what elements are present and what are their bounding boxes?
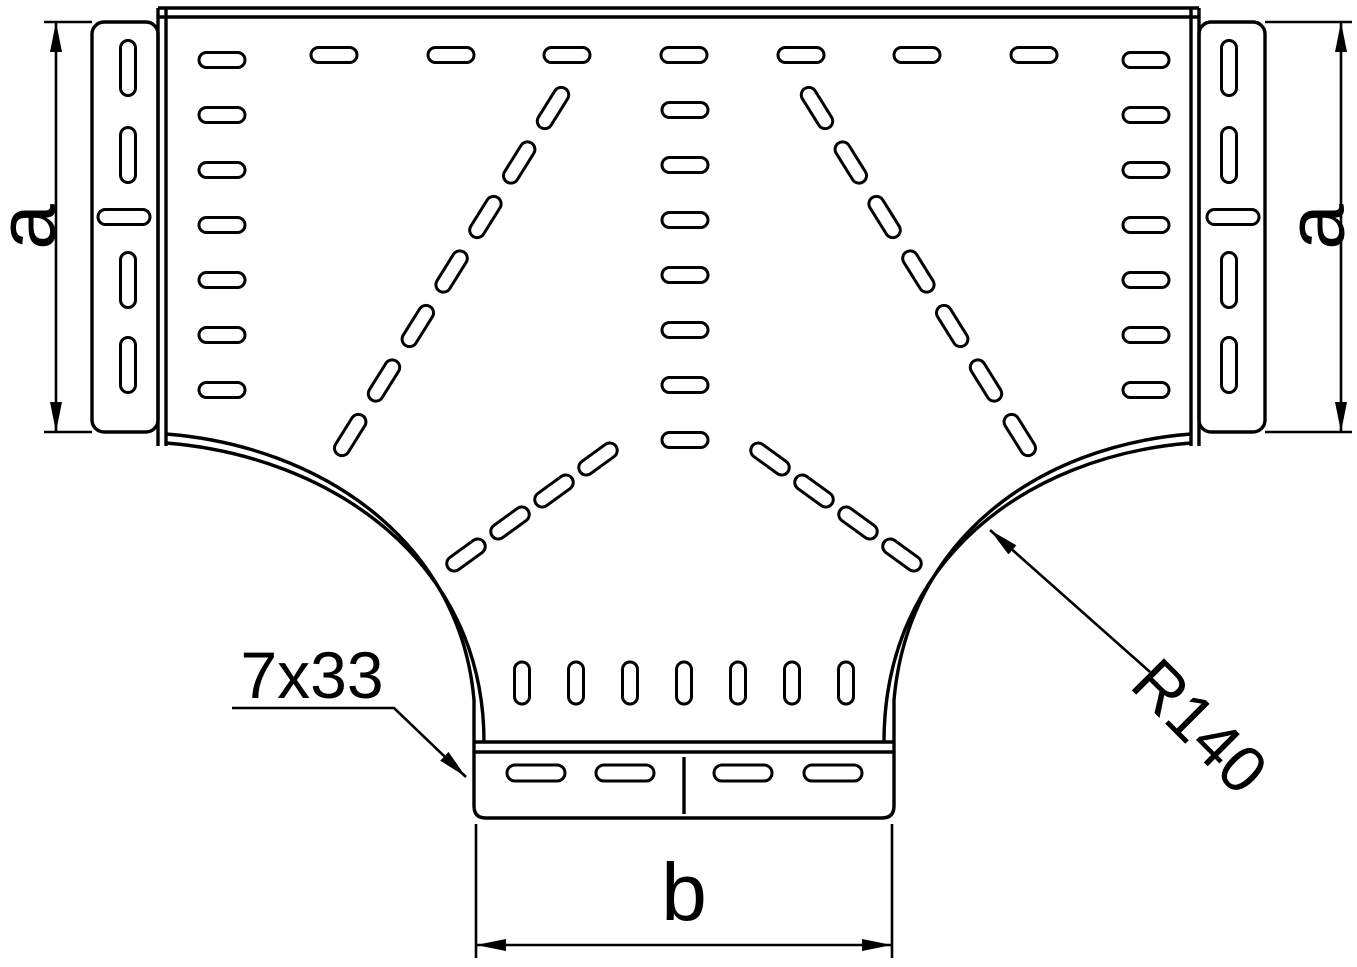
perforation-slot (1205, 208, 1261, 226)
extension-lines (474, 824, 894, 958)
perforation-slot (749, 441, 791, 477)
right-curve-outer (684, 432, 1192, 820)
perforation-slot (799, 85, 835, 131)
top-edge (158, 6, 1199, 19)
perforation-slot (489, 505, 531, 541)
perforation-slot (1121, 216, 1171, 234)
perforation-slot (332, 412, 368, 458)
leader-line (232, 706, 467, 778)
perforation-slot (96, 208, 152, 226)
perforation-slot (505, 763, 567, 783)
perforation-slot (197, 326, 247, 344)
dimension-b: b (474, 824, 894, 958)
perforation-slot (1121, 51, 1171, 69)
tray-outline (90, 6, 1267, 820)
dimension-a-left: a (0, 20, 92, 434)
perforation-slot (542, 46, 592, 64)
perforation-slot (660, 321, 710, 339)
dimension-a-right: a (1265, 20, 1357, 434)
perforation-slot (712, 763, 774, 783)
perforation-slot (934, 303, 970, 349)
perforation-slot (577, 441, 619, 477)
perforation-slot (901, 249, 936, 294)
perforation-slot (119, 126, 137, 184)
perforation-slot (468, 194, 503, 240)
slot-callout-label: 7x33 (240, 638, 383, 712)
perforation-slot (783, 660, 801, 706)
perforation-slot (426, 46, 476, 64)
perforation-slot (197, 216, 247, 234)
perforation-slot (660, 211, 710, 229)
perforation-slot (445, 537, 487, 573)
perforation-slot (881, 537, 923, 573)
perforation-slot (776, 46, 826, 64)
perforation-slot (1002, 412, 1038, 458)
slot-callout: 7x33 (232, 638, 467, 778)
perforation-slot (197, 106, 247, 124)
perforation-slot (309, 46, 359, 64)
perforation-slot (660, 101, 710, 119)
perforation-slot (119, 39, 137, 97)
perforation-slot (675, 660, 693, 706)
perforation-slot (837, 660, 855, 706)
dim-label-a-left: a (0, 204, 73, 250)
perforation-slot (119, 251, 137, 309)
perforation-slot (729, 660, 747, 706)
perforation-slot (621, 660, 639, 706)
left-end-flange (90, 20, 160, 434)
radius-callout: R140 (989, 529, 1282, 808)
perforation-slots (96, 39, 1261, 783)
perforation-slot (366, 358, 402, 403)
perforation-slot (892, 46, 942, 64)
perforation-slot (968, 358, 1004, 403)
perforation-slot (1121, 271, 1171, 289)
leader-line (989, 529, 1151, 673)
perforation-slot (197, 51, 247, 69)
perforation-slot (660, 431, 710, 449)
perforation-slot (400, 303, 436, 349)
right-curve-inner (882, 441, 1192, 743)
perforation-slot (1121, 106, 1171, 124)
dim-label-a-right: a (1271, 204, 1357, 250)
perforation-slot (802, 763, 864, 783)
perforation-slot (119, 336, 137, 394)
perforation-slot (594, 763, 656, 783)
perforation-slot (1220, 126, 1238, 184)
perforation-slot (197, 381, 247, 399)
right-end-flange (1197, 20, 1267, 434)
perforation-slot (1121, 161, 1171, 179)
bottom-flange-bend (474, 740, 894, 754)
perforation-slot (659, 46, 709, 64)
perforation-slot (1220, 251, 1238, 309)
perforation-slot (1121, 326, 1171, 344)
perforation-slot (501, 140, 537, 185)
perforation-slot (1121, 381, 1171, 399)
perforation-slot (837, 505, 879, 541)
perforation-slot (1220, 336, 1238, 394)
perforation-slot (434, 249, 469, 294)
perforation-slot (197, 161, 247, 179)
dim-label-b: b (661, 847, 707, 938)
perforation-slot (513, 660, 531, 706)
perforation-slot (660, 156, 710, 174)
perforation-slot (1009, 46, 1059, 64)
perforation-slot (197, 271, 247, 289)
perforation-slot (660, 266, 710, 284)
perforation-slot (867, 194, 902, 240)
perforation-slot (567, 660, 585, 706)
perforation-slot (533, 473, 575, 509)
perforation-slot (535, 85, 571, 131)
left-curve-inner (165, 441, 486, 743)
perforation-slot (793, 473, 835, 509)
perforation-slot (1220, 39, 1238, 97)
left-curve-outer (165, 432, 684, 820)
radius-callout-label: R140 (1118, 644, 1282, 808)
perforation-slot (833, 140, 869, 185)
perforation-slot (660, 376, 710, 394)
